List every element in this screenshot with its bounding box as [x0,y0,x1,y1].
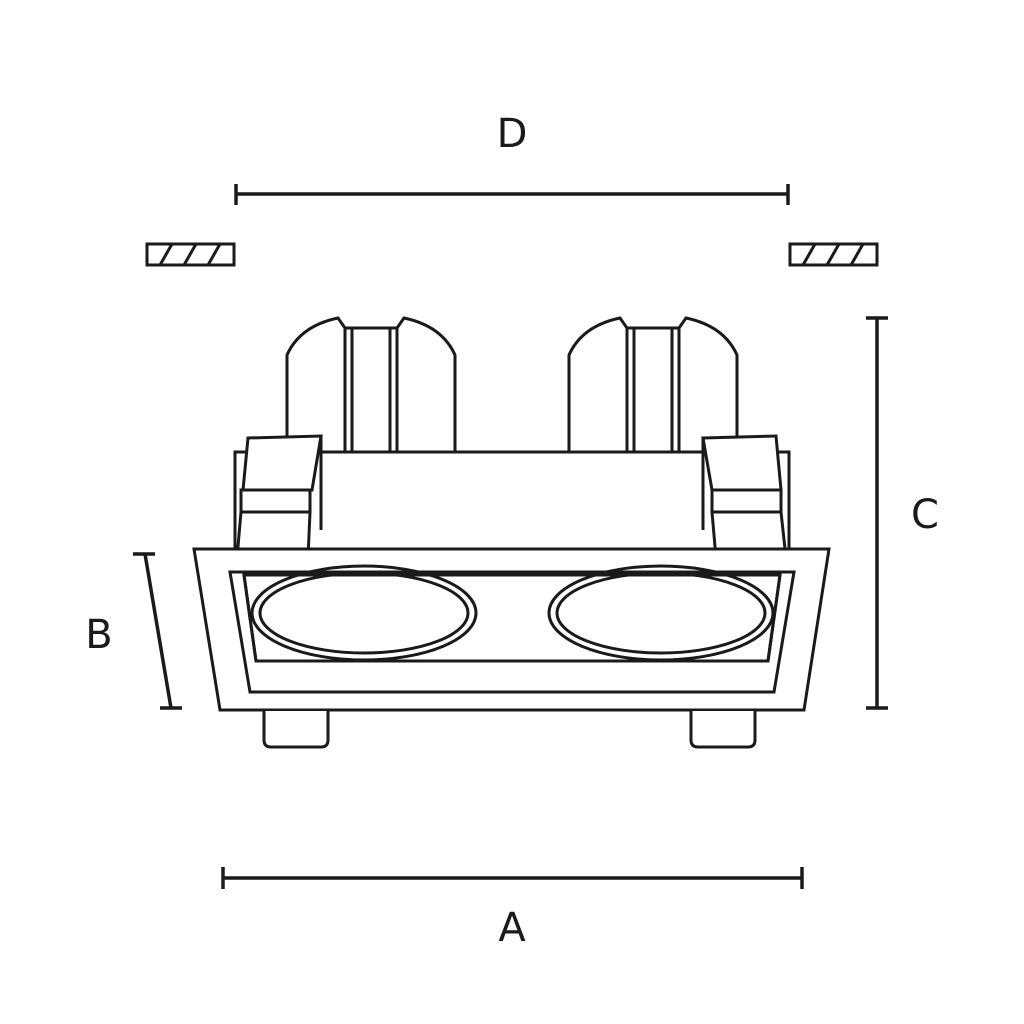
housing-body [233,450,791,552]
ceiling-section-left [145,242,236,267]
dimension-c: C [866,316,939,710]
dimension-d-label: D [497,111,528,157]
dimension-a-label: A [498,905,526,951]
heatsink-right [567,316,739,454]
dimension-b: B [85,552,182,710]
dimension-c-label: C [911,492,939,538]
lamp-aperture-right [547,564,775,662]
dimension-b-label: B [85,612,112,658]
trim-frame [192,547,831,712]
lamp-aperture-left [250,564,478,662]
heatsink-left [285,316,457,454]
dimension-d: D [234,111,790,205]
spring-clip-right [701,434,788,560]
spring-clip-left [235,434,323,560]
ceiling-section-right [788,242,879,267]
dimension-a: A [221,867,804,951]
lower-foot-right [689,711,757,749]
lower-foot-left [262,711,330,749]
